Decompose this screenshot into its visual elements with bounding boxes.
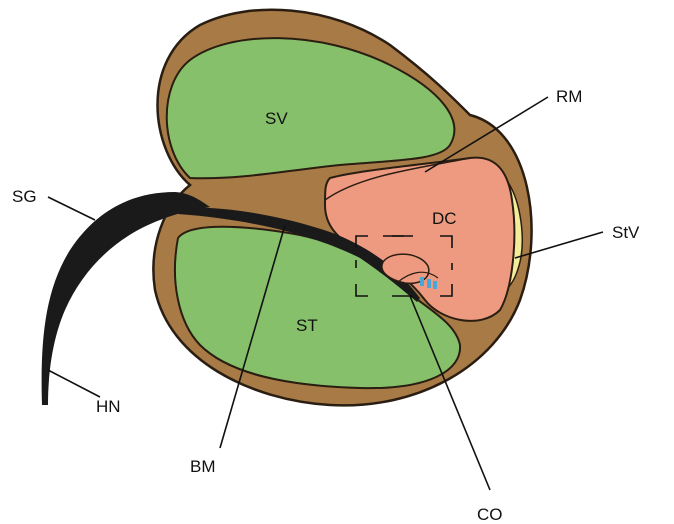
hair-cell [427, 279, 431, 288]
scala-vestibuli-region [167, 38, 455, 178]
leader-hn [48, 370, 100, 397]
label-hn: HN [96, 397, 121, 416]
label-sv: SV [265, 109, 288, 128]
label-st: ST [296, 316, 318, 335]
label-bm: BM [190, 457, 216, 476]
label-dc: DC [432, 209, 457, 228]
label-rm: RM [556, 87, 582, 106]
hair-cell [433, 281, 437, 289]
label-sg: SG [12, 187, 37, 206]
leader-sg [48, 197, 95, 220]
hair-cell [420, 277, 424, 286]
label-stv: StV [612, 223, 640, 242]
label-co: CO [477, 505, 503, 524]
